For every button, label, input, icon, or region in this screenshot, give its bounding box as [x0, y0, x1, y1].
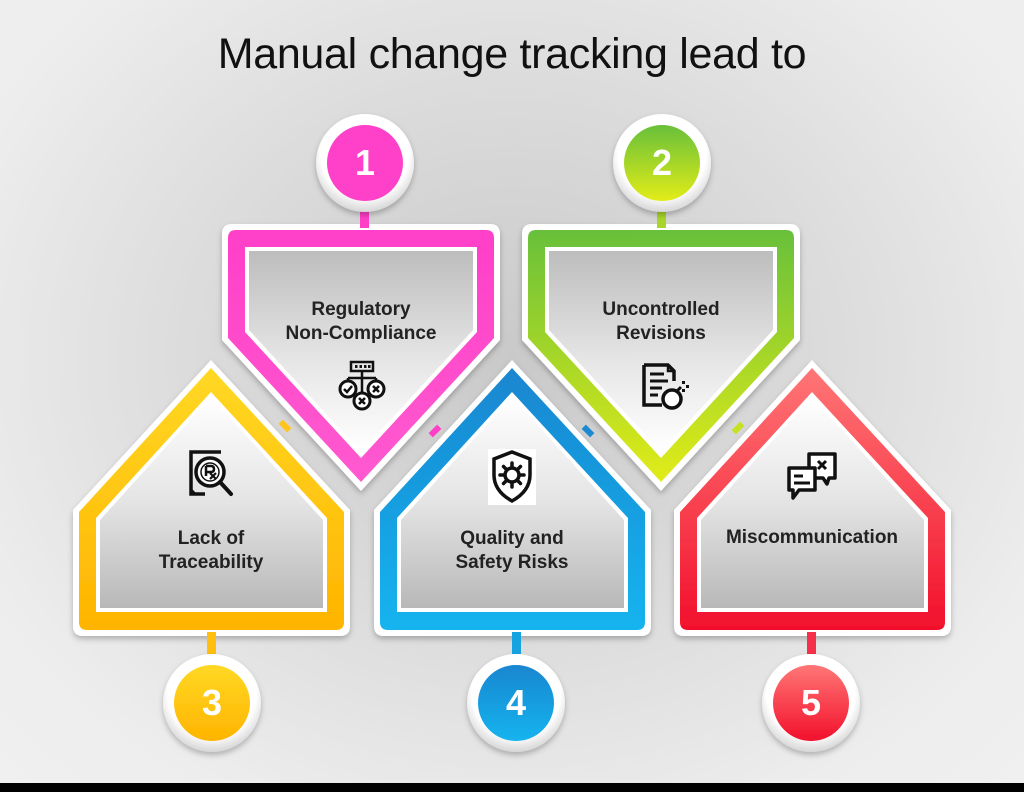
item-3-label-line1: Lack of: [177, 528, 245, 549]
badge-5-number: 5: [800, 682, 822, 723]
item-3-label-line2: Traceability: [158, 552, 264, 573]
connector-tick: [428, 424, 442, 438]
shield-virus-icon: [488, 449, 536, 505]
shape-2-uncontrolled: [522, 224, 800, 491]
item-5-label: Miscommunication: [692, 526, 932, 550]
badge-2-number: 2: [651, 142, 673, 183]
connector-tick: [581, 424, 595, 438]
item-1-label: Regulatory Non-Compliance: [241, 298, 481, 346]
stem-5: [807, 632, 816, 654]
item-2-label-line2: Revisions: [616, 323, 706, 344]
item-3-label: Lack of Traceability: [91, 527, 331, 575]
badge-1: [316, 114, 414, 212]
shape-3-traceability: [73, 360, 350, 636]
item-2-label: Uncontrolled Revisions: [541, 298, 781, 346]
item-1-label-line2: Non-Compliance: [285, 323, 437, 344]
badge-2: [613, 114, 711, 212]
badge-4-number: 4: [505, 682, 527, 723]
item-4-label: Quality and Safety Risks: [392, 527, 632, 575]
chat-error-icon: [787, 452, 837, 500]
item-4-label-line1: Quality and: [460, 528, 564, 549]
badge-4: [467, 654, 565, 752]
shape-1-regulatory: [222, 224, 500, 491]
bottom-bar: [0, 783, 1024, 792]
shape-5-miscommunication: [674, 360, 951, 636]
badge-5: [762, 654, 860, 752]
connector-tick: [731, 421, 745, 435]
document-bomb-icon: [642, 363, 689, 410]
item-1-label-line1: Regulatory: [311, 299, 411, 320]
stem-1: [360, 208, 369, 228]
item-5-label-line1: Miscommunication: [725, 527, 899, 548]
badge-1-number: 1: [354, 142, 376, 183]
document-search-x-icon: [189, 450, 233, 496]
stem-4: [512, 632, 521, 654]
badge-3: [163, 654, 261, 752]
stem-2: [657, 208, 666, 228]
connector-tick: [278, 419, 292, 433]
stem-3: [207, 632, 216, 654]
item-4-label-line2: Safety Risks: [455, 552, 569, 573]
workflow-check-x-icon: [338, 360, 386, 411]
item-2-label-line1: Uncontrolled: [602, 299, 720, 320]
page-title: Manual change tracking lead to: [217, 30, 807, 78]
badge-3-number: 3: [201, 682, 223, 723]
